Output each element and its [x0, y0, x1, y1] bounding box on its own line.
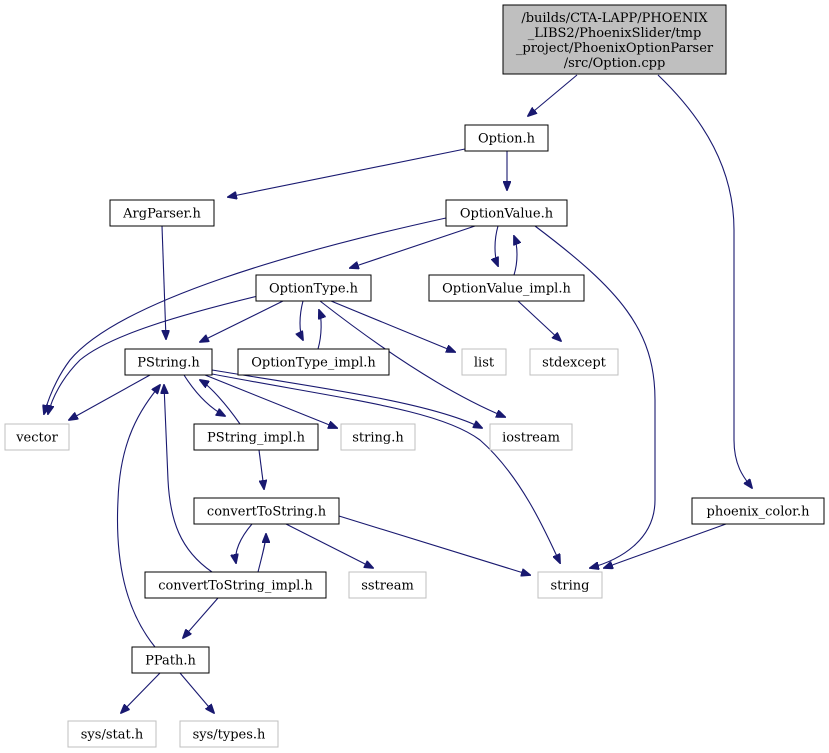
node-optiontype-h[interactable]: OptionType.h [255, 274, 372, 302]
node-label: string.h [352, 431, 404, 446]
node-label: convertToString_impl.h [158, 579, 313, 594]
edge-optionvalue-impl-h-to-optionvalue-h [514, 236, 517, 276]
node-converttostring-h[interactable]: convertToString.h [193, 497, 340, 525]
edge-optionvalue-h-to-optiontype-h [350, 225, 476, 268]
node-string-h: string.h [340, 423, 416, 451]
node-label: list [474, 356, 495, 371]
edge-optiontype-h-to-list [330, 300, 455, 352]
node-label: string [551, 579, 590, 594]
node-optionvalue-h[interactable]: OptionValue.h [445, 199, 568, 227]
node-label: OptionType_impl.h [251, 356, 376, 371]
edge-optiontype-impl-h-to-optiontype-h [317, 310, 321, 350]
edge-pstring-h-to-string [211, 373, 560, 563]
edge-converttostring-impl-h-to-converttostring-h [257, 534, 266, 573]
node-string: string [537, 571, 603, 599]
node-sys-types-h: sys/types.h [179, 720, 279, 748]
edge-optiontype-h-to-pstring-h [200, 300, 284, 342]
edge-pstring-h-to-pstring-impl-h [183, 374, 225, 416]
node-iostream: iostream [489, 423, 573, 451]
node-sstream: sstream [348, 571, 427, 599]
node-label: PString.h [137, 356, 200, 371]
node-label: convertToString.h [207, 505, 327, 520]
node-label: OptionType.h [269, 282, 359, 297]
root-file-label-line: _LIBS2/PhoenixSlider/tmp [528, 26, 702, 41]
edge-phoenix-color-h-to-string [604, 523, 727, 568]
edge-argparser-h-to-pstring-h [161, 225, 166, 339]
node-argparser-h[interactable]: ArgParser.h [109, 199, 215, 227]
edges-layer [44, 74, 752, 713]
edge-ppath-h-to-sys-types-h [179, 672, 214, 713]
node-label: OptionValue.h [460, 207, 554, 222]
edge-converttostring-h-to-string [338, 515, 530, 575]
edge-optiontype-h-to-vector [48, 295, 259, 414]
edge-optionvalue-h-to-string [534, 225, 656, 568]
node-label: phoenix_color.h [707, 505, 811, 520]
edge-converttostring-impl-h-to-ppath-h [183, 597, 219, 638]
edge-pstring-h-to-string-h [204, 374, 337, 428]
edge-ppath-h-to-pstring-h [116, 385, 160, 648]
node-optiontype-impl-h[interactable]: OptionType_impl.h [237, 348, 390, 376]
edge-optiontype-h-to-iostream [319, 300, 505, 417]
node-pstring-impl-h[interactable]: PString_impl.h [193, 423, 319, 451]
edge-optionvalue-h-to-optionvalue-impl-h [495, 225, 498, 266]
node-sys-stat-h: sys/stat.h [67, 720, 157, 748]
node-optionvalue-impl-h[interactable]: OptionValue_impl.h [428, 274, 585, 302]
edge-ppath-h-to-sys-stat-h [121, 672, 161, 713]
node-phoenix-color-h[interactable]: phoenix_color.h [691, 497, 825, 525]
node-label: sys/types.h [193, 728, 266, 743]
edge-pstring-impl-h-to-converttostring-h [258, 449, 264, 489]
edge-pstring-h-to-vector [69, 374, 151, 420]
node-label: stdexcept [542, 356, 607, 371]
node-option-h[interactable]: Option.h [464, 124, 549, 152]
root-file-label-line: _project/PhoenixOptionParser [516, 41, 714, 56]
edge-option-cpp-to-phoenix-color-h [657, 74, 752, 488]
node-label: Option.h [478, 132, 536, 147]
edge-converttostring-h-to-sstream [285, 523, 373, 568]
node-label: vector [15, 431, 58, 446]
edge-converttostring-impl-h-to-pstring-h [164, 385, 213, 573]
edge-option-h-to-argparser-h [228, 148, 466, 197]
node-stdexcept: stdexcept [529, 348, 619, 376]
root-file-label-line: /src/Option.cpp [564, 56, 666, 71]
node-pstring-h[interactable]: PString.h [124, 348, 213, 376]
node-ppath-h[interactable]: PPath.h [131, 646, 210, 674]
edge-pstring-impl-h-to-pstring-h [200, 380, 241, 425]
node-label: ArgParser.h [122, 207, 201, 222]
node-label: sys/stat.h [81, 728, 144, 743]
node-list: list [461, 348, 507, 376]
node-label: PString_impl.h [207, 431, 306, 446]
edge-optiontype-h-to-optiontype-impl-h [300, 300, 303, 340]
node-label: sstream [361, 579, 414, 594]
nodes-layer: /builds/CTA-LAPP/PHOENIX_LIBS2/PhoenixSl… [4, 4, 825, 748]
root-file-label-line: /builds/CTA-LAPP/PHOENIX [521, 11, 708, 26]
node-label: OptionValue_impl.h [442, 282, 571, 297]
node-label: PPath.h [145, 654, 196, 669]
node-converttostring-impl-h[interactable]: convertToString_impl.h [144, 571, 327, 599]
node-option-cpp: /builds/CTA-LAPP/PHOENIX_LIBS2/PhoenixSl… [502, 4, 727, 75]
edge-option-cpp-to-option-h [528, 74, 578, 116]
edge-converttostring-h-to-converttostring-impl-h [236, 523, 253, 563]
node-vector: vector [4, 423, 70, 451]
node-label: iostream [502, 431, 560, 446]
edge-pstring-h-to-iostream [211, 369, 482, 428]
edge-optionvalue-impl-h-to-stdexcept [517, 300, 561, 341]
edge-optionvalue-h-to-vector [44, 217, 447, 414]
